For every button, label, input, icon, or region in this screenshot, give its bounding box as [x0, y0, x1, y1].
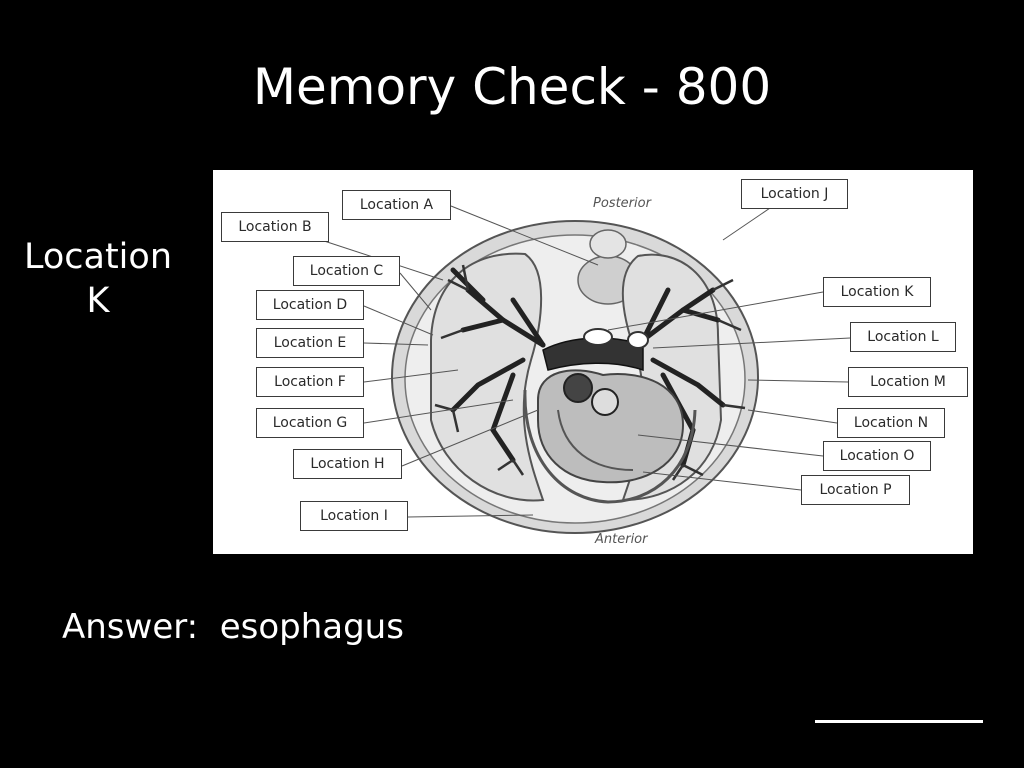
question-text: Location K [12, 236, 184, 324]
label-location-b: Location B [221, 212, 329, 242]
label-location-g: Location G [256, 408, 364, 438]
label-location-d: Location D [256, 290, 364, 320]
orientation-top-label: Posterior [593, 196, 651, 211]
label-location-l: Location L [850, 322, 956, 352]
thorax-illustration [314, 205, 851, 534]
label-location-p: Location P [801, 475, 910, 505]
answer-text: Answer: esophagus [62, 607, 404, 647]
back-button-label: BACK [815, 659, 984, 722]
question-line-1: Location [23, 237, 173, 277]
label-location-k: Location K [823, 277, 931, 307]
label-location-f: Location F [256, 367, 364, 397]
label-location-j: Location J [741, 179, 848, 209]
question-line-2: K [86, 280, 110, 321]
back-button[interactable]: BACK [815, 662, 984, 723]
label-location-e: Location E [256, 328, 364, 358]
label-location-m: Location M [848, 367, 968, 397]
orientation-bottom-label: Anterior [595, 532, 648, 547]
label-location-a: Location A [342, 190, 451, 220]
label-location-h: Location H [293, 449, 402, 479]
label-location-c: Location C [293, 256, 400, 286]
label-location-o: Location O [823, 441, 931, 471]
label-location-n: Location N [837, 408, 945, 438]
slide-title: Memory Check - 800 [252, 58, 772, 116]
label-location-i: Location I [300, 501, 408, 531]
thorax-cross-section-figure: Posterior Anterior Location A Location B… [213, 170, 973, 554]
